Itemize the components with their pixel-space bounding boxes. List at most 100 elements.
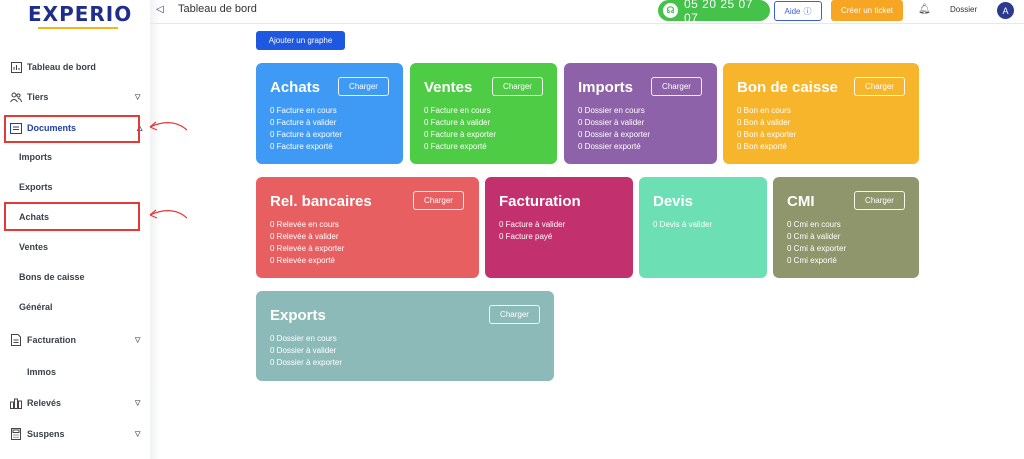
- sidebar-item-label: Exports: [19, 182, 53, 192]
- card-title: Devis: [653, 193, 694, 210]
- help-button-label: Aide: [784, 6, 801, 16]
- logo-underline: [38, 27, 118, 29]
- card-stat-line: 0 Facture à valider: [270, 118, 337, 127]
- charger-button[interactable]: Charger: [413, 191, 464, 210]
- invoice-icon: [10, 334, 22, 346]
- card-stat-line: 0 Cmi à exporter: [787, 244, 847, 253]
- headset-icon: ☊: [663, 3, 678, 18]
- card-stat-line: 0 Facture à exporter: [270, 130, 343, 139]
- sidebar-item-immos[interactable]: Immos: [0, 359, 150, 385]
- sidebar-item-general[interactable]: Général: [0, 294, 150, 320]
- card-stat-line: 0 Dossier en cours: [578, 106, 645, 115]
- card-title: Imports: [578, 79, 634, 96]
- card-title: Ventes: [424, 79, 473, 96]
- card-stat-line: 0 Bon en cours: [737, 106, 791, 115]
- chevron-down-icon[interactable]: ▽: [135, 337, 141, 344]
- sidebar-item-label: Imports: [19, 152, 53, 162]
- card-rel-bancaires: Rel. bancaires Charger 0 Relevée en cour…: [256, 177, 479, 278]
- card-stat-line: 0 Bon à exporter: [737, 130, 797, 139]
- charger-button[interactable]: Charger: [854, 191, 905, 210]
- app-logo[interactable]: EXPERIO: [28, 2, 133, 26]
- sidebar-item-exports[interactable]: Exports: [0, 174, 150, 200]
- top-bar: ◁ Tableau de bord: [150, 0, 1024, 24]
- sidebar-item-bons-de-caisse[interactable]: Bons de caisse: [0, 264, 150, 290]
- bank-icon: [10, 397, 22, 409]
- card-stat-line: 0 Dossier à exporter: [270, 358, 343, 367]
- card-stat-line: 0 Cmi exporté: [787, 256, 837, 265]
- card-cmi: CMI Charger 0 Cmi en cours 0 Cmi à valide…: [773, 177, 919, 278]
- sidebar-item-ventes[interactable]: Ventes: [0, 234, 150, 260]
- sidebar-item-label: Documents: [27, 123, 77, 133]
- card-title: Bon de caisse: [737, 79, 838, 96]
- page-title: Tableau de bord: [178, 3, 257, 15]
- sidebar-divider: [150, 0, 160, 459]
- charger-button[interactable]: Charger: [338, 77, 389, 96]
- charger-button[interactable]: Charger: [489, 305, 540, 324]
- help-icon: ⓘ: [803, 6, 812, 16]
- chevron-down-icon[interactable]: ▽: [135, 400, 141, 407]
- sidebar-item-label: Immos: [27, 367, 57, 377]
- charger-button[interactable]: Charger: [854, 77, 905, 96]
- card-stat-line: 0 Facture en cours: [424, 106, 491, 115]
- sidebar-item-label: Ventes: [19, 242, 49, 252]
- collapse-sidebar-icon[interactable]: ◁: [156, 4, 164, 15]
- sidebar-item-label: Suspens: [27, 429, 65, 439]
- chevron-down-icon[interactable]: ▽: [135, 94, 141, 101]
- help-button[interactable]: Aide ⓘ: [774, 1, 822, 21]
- sidebar-item-label: Général: [19, 302, 53, 312]
- card-title: CMI: [787, 193, 815, 210]
- sidebar-item-tableau-de-bord[interactable]: Tableau de bord: [0, 54, 150, 80]
- calculator-icon: [10, 428, 22, 440]
- charger-button[interactable]: Charger: [651, 77, 702, 96]
- sidebar-item-facturation[interactable]: Facturation ▽: [0, 327, 150, 353]
- card-stat-line: 0 Dossier à valider: [270, 346, 337, 355]
- card-stat-line: 0 Facture exporté: [270, 142, 333, 151]
- card-stat-line: 0 Facture à exporter: [424, 130, 497, 139]
- highlight-box-documents: [4, 115, 140, 143]
- sidebar-item-label: Achats: [19, 212, 50, 222]
- card-stat-line: 0 Dossier en cours: [270, 334, 337, 343]
- add-graph-button[interactable]: Ajouter un graphe: [256, 31, 345, 50]
- card-stat-line: 0 Dossier à valider: [578, 118, 645, 127]
- card-stat-line: 0 Relevée en cours: [270, 220, 339, 229]
- card-stat-line: 0 Cmi à valider: [787, 232, 841, 241]
- charger-button[interactable]: Charger: [492, 77, 543, 96]
- sidebar-item-label: Relevés: [27, 398, 62, 408]
- card-stats: 0 Devis à valider: [653, 219, 712, 231]
- create-ticket-button[interactable]: Créer un ticket: [831, 0, 903, 21]
- card-stat-line: 0 Devis à valider: [653, 220, 713, 229]
- card-title: Facturation: [499, 193, 581, 210]
- card-stat-line: 0 Dossier à exporter: [578, 130, 651, 139]
- sidebar-item-suspens[interactable]: Suspens ▽: [0, 421, 150, 447]
- chevron-down-icon[interactable]: ▽: [135, 431, 141, 438]
- card-title: Rel. bancaires: [270, 193, 372, 210]
- card-stat-line: 0 Bon exporté: [737, 142, 787, 151]
- card-stat-line: 0 Facture à valider: [424, 118, 491, 127]
- card-stat-line: 0 Facture exporté: [424, 142, 487, 151]
- sidebar-item-label: Tiers: [27, 92, 49, 102]
- card-stat-line: 0 Facture en cours: [270, 106, 337, 115]
- phone-badge[interactable]: ☊ 05 20 25 07 07: [658, 0, 770, 25]
- dossier-selector[interactable]: Dossier: [950, 5, 978, 14]
- sidebar-item-imports[interactable]: Imports: [0, 144, 150, 170]
- sidebar-item-label: Facturation: [27, 335, 77, 345]
- sidebar-item-achats[interactable]: Achats: [0, 204, 150, 230]
- card-stat-line: 0 Relevée exporté: [270, 256, 335, 265]
- card-stats: 0 Facture en cours 0 Facture à valider 0 F…: [424, 105, 496, 153]
- sidebar-item-tiers[interactable]: Tiers ▽: [0, 84, 150, 110]
- phone-number: 05 20 25 07 07: [684, 0, 753, 25]
- users-icon: [10, 91, 22, 103]
- bell-icon[interactable]: 🔔︎: [918, 4, 931, 15]
- card-stat-line: 0 Cmi en cours: [787, 220, 841, 229]
- card-stats: 0 Dossier en cours 0 Dossier à valider 0 D…: [270, 333, 342, 369]
- sidebar-item-releves[interactable]: Relevés ▽: [0, 390, 150, 416]
- card-stats: 0 Dossier en cours 0 Dossier à valider 0 D…: [578, 105, 650, 153]
- avatar[interactable]: A: [997, 2, 1014, 19]
